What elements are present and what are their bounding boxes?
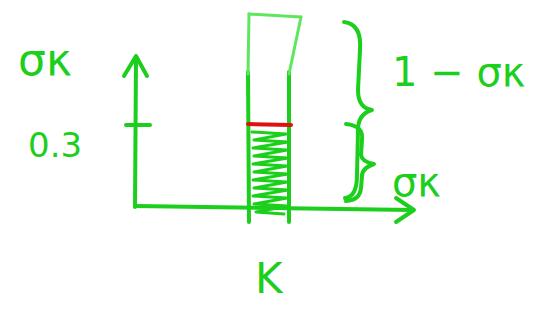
brace xyxy=(346,124,374,201)
axis-label: σκ xyxy=(18,38,72,82)
bar-wall xyxy=(248,14,249,74)
brace-label: σκ xyxy=(392,162,441,202)
spring-coil xyxy=(252,132,288,214)
bar-wall xyxy=(287,72,291,222)
bar-wall xyxy=(248,72,249,222)
bar-wall xyxy=(289,17,301,74)
tick-label: 0.3 xyxy=(28,128,82,162)
brace xyxy=(344,22,372,198)
y-axis-arrow xyxy=(124,56,147,76)
bar-top xyxy=(249,14,301,17)
brace-label: 1 − σκ xyxy=(392,52,525,92)
y-axis xyxy=(135,58,136,207)
axis-label: K xyxy=(255,258,283,300)
axis-tick xyxy=(126,123,150,127)
level-line xyxy=(248,124,291,125)
